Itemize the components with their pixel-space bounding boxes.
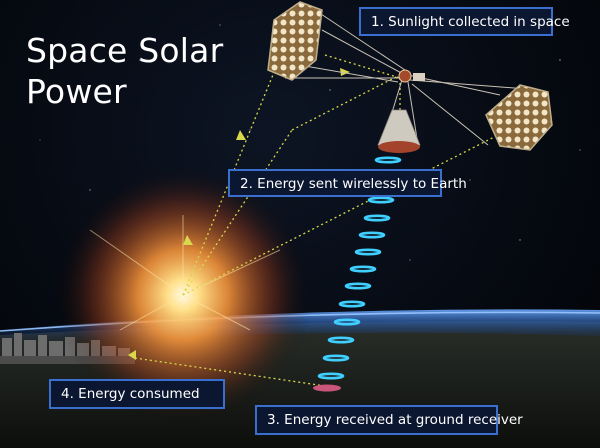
sun-rays [89, 215, 281, 331]
step-2-label: 2. Energy sent wirelessly to Earth [228, 169, 467, 197]
title-line-2: Power [26, 72, 127, 111]
ground-receiver-icon [313, 384, 341, 392]
title-line-1: Space Solar [26, 31, 224, 70]
step-1-label: 1. Sunlight collected in space [359, 7, 570, 36]
energy-paths [134, 37, 509, 387]
solar-panel-right [485, 84, 553, 151]
diagram-title: Space Solar Power [26, 30, 223, 112]
satellite-icon [267, 1, 553, 153]
solar-panel-left [267, 1, 323, 81]
step-3-label: 3. Energy received at ground receiver [255, 405, 523, 435]
step-4-label: 4. Energy consumed [49, 379, 225, 409]
